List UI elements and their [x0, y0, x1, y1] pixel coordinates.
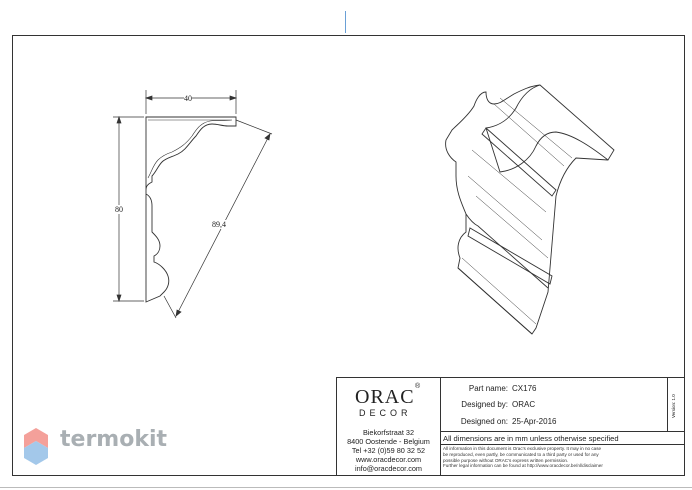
email-link[interactable]: info@oracdecor.com — [354, 464, 423, 473]
legal-notice: All information in this document is Orac… — [443, 446, 681, 469]
dimension-width-label: 40 — [184, 94, 192, 103]
designed-on-label: Designed on: — [460, 417, 508, 426]
title-block: ORAC ® DECOR Biekorfstraat 32 8400 Ooste… — [336, 377, 685, 476]
watermark-logo-icon — [24, 428, 48, 465]
legal-line-3: possible purpose without ORAC's express … — [443, 457, 569, 463]
part-name-label: Part name: — [468, 384, 508, 393]
decor-logo: DECOR — [359, 408, 412, 418]
version-label: Version: 1.0 — [671, 394, 676, 418]
registered-mark: ® — [415, 383, 421, 390]
legal-line-2: be reproduced, even partly, be communica… — [443, 451, 599, 457]
part-name-row: Part name: CX176 — [441, 384, 537, 393]
designed-on-value: 25-Apr-2016 — [512, 417, 557, 426]
part-name-value: CX176 — [512, 384, 537, 393]
watermark-text: termokit — [60, 427, 168, 452]
divider — [441, 444, 684, 445]
isometric-view — [445, 84, 615, 335]
designed-by-value: ORAC — [512, 400, 536, 409]
dimension-diagonal-label: 89,4 — [212, 220, 226, 229]
designed-by-row: Designed by: ORAC — [441, 400, 535, 409]
designed-on-row: Designed on: 25-Apr-2016 — [441, 417, 557, 426]
legal-line-4[interactable]: Further legal information can be found a… — [443, 463, 603, 469]
address-line-2: 8400 Oostende - Belgium — [347, 437, 430, 446]
phone: Tel +32 (0)59 80 32 52 — [351, 446, 426, 455]
bottom-divider — [0, 487, 692, 488]
designed-by-label: Designed by: — [461, 400, 508, 409]
legal-line-1: All information in this document is Orac… — [443, 446, 602, 451]
divider — [441, 431, 684, 432]
part-info-block: Part name: CX176 Designed by: ORAC Designe… — [441, 378, 684, 475]
dimensions-note: All dimensions are in mm unless otherwis… — [443, 434, 619, 443]
address-line-1: Biekorfstraat 32 — [362, 428, 415, 437]
website-link[interactable]: www.oracdecor.com — [355, 455, 422, 464]
company-block: ORAC ® DECOR Biekorfstraat 32 8400 Ooste… — [337, 378, 441, 475]
orac-logo: ORAC — [355, 386, 415, 408]
profile-section — [145, 116, 237, 303]
top-center-mark — [345, 11, 346, 33]
dimension-lines — [113, 90, 273, 319]
version-box: Version: 1.0 — [667, 378, 685, 431]
dimension-height-label: 80 — [115, 205, 123, 214]
